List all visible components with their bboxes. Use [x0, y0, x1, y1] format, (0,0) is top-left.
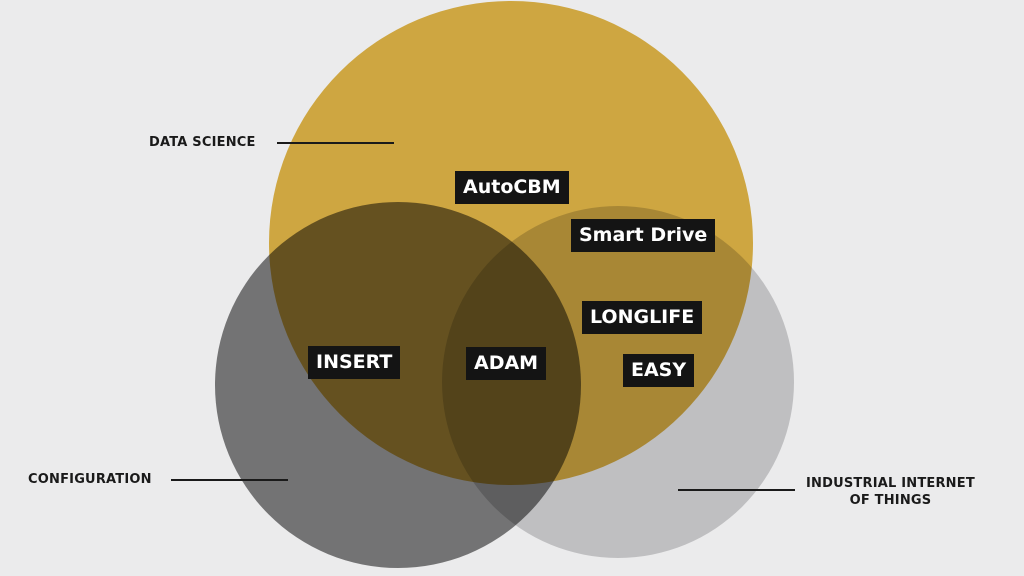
- smart-drive-tag: Smart Drive: [571, 219, 716, 252]
- industrial-iot-leader-line: [678, 489, 795, 491]
- data-science-label: DATA SCIENCE: [149, 135, 256, 150]
- data-science-leader-line: [277, 142, 394, 144]
- autocbm-tag: AutoCBM: [455, 171, 569, 204]
- easy-tag: EASY: [623, 354, 695, 387]
- industrial-iot-label: INDUSTRIAL INTERNET OF THINGS: [806, 475, 975, 509]
- insert-tag: INSERT: [308, 346, 401, 379]
- adam-tag: ADAM: [466, 347, 547, 380]
- industrial-iot-label-line2: OF THINGS: [849, 493, 932, 508]
- longlife-tag: LONGLIFE: [582, 301, 703, 334]
- configuration-leader-line: [171, 479, 288, 481]
- industrial-iot-label-line1: INDUSTRIAL INTERNET: [806, 476, 975, 491]
- configuration-label: CONFIGURATION: [28, 472, 152, 487]
